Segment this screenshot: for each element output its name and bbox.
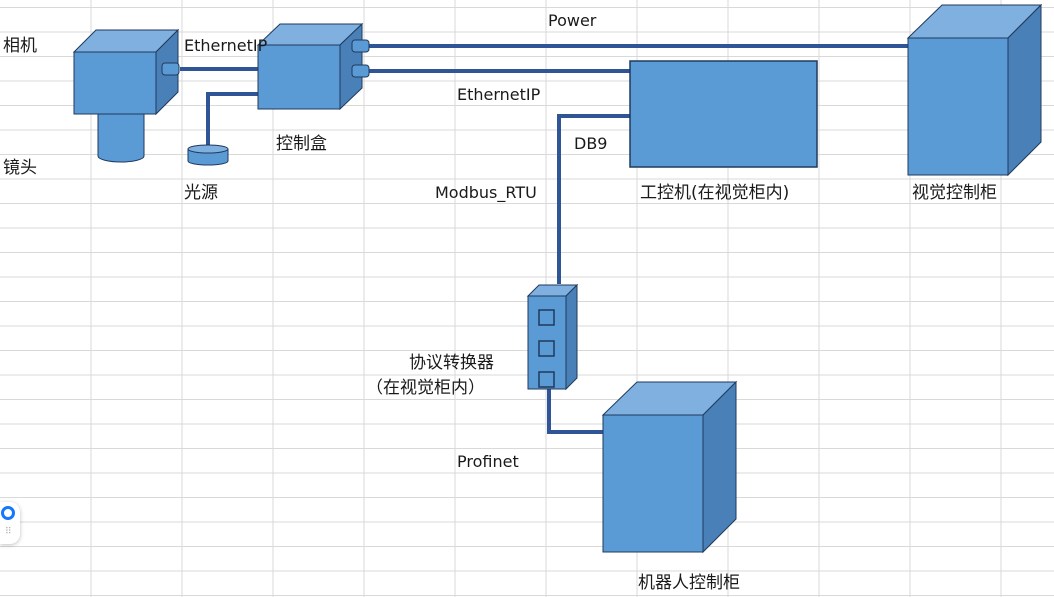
label-vision-cabinet: 视觉控制柜: [912, 183, 997, 203]
label-light-source: 光源: [184, 183, 218, 203]
label-profinet: Profinet: [457, 452, 519, 471]
wires: [180, 44, 908, 434]
label-industrial-pc: 工控机(在视觉柜内): [640, 183, 790, 203]
vision-cabinet-icon: [906, 3, 1043, 177]
wire-db9-modbus: [557, 114, 630, 284]
label-ethernetip-camera: EthernetIP: [184, 36, 268, 55]
drag-handle-icon[interactable]: ⠿: [5, 527, 12, 537]
robot-cabinet-icon: [601, 380, 738, 554]
label-modbus-rtu: Modbus_RTU: [435, 183, 537, 202]
protocol-converter-icon: [526, 283, 579, 391]
label-db9: DB9: [574, 134, 608, 153]
control-box-icon: [256, 22, 370, 111]
wire-light-to-control-box: [206, 92, 258, 145]
floating-assistant-button[interactable]: ⠿: [0, 502, 20, 544]
industrial-pc-icon: [629, 60, 818, 168]
light-source-icon: [187, 144, 229, 166]
camera-icon: [72, 28, 180, 163]
label-control-box: 控制盒: [276, 134, 327, 154]
label-robot-cabinet: 机器人控制柜: [638, 573, 740, 593]
wire-profinet: [547, 380, 603, 434]
label-lens: 镜头: [3, 158, 37, 178]
label-ethernetip-ipc: EthernetIP: [457, 85, 541, 104]
label-protocol-converter: 协议转换器: [409, 353, 494, 373]
label-protocol-converter-note: （在视觉柜内）: [366, 378, 485, 398]
label-power: Power: [548, 11, 597, 30]
record-dot-icon: [1, 506, 15, 520]
label-camera: 相机: [3, 36, 37, 56]
